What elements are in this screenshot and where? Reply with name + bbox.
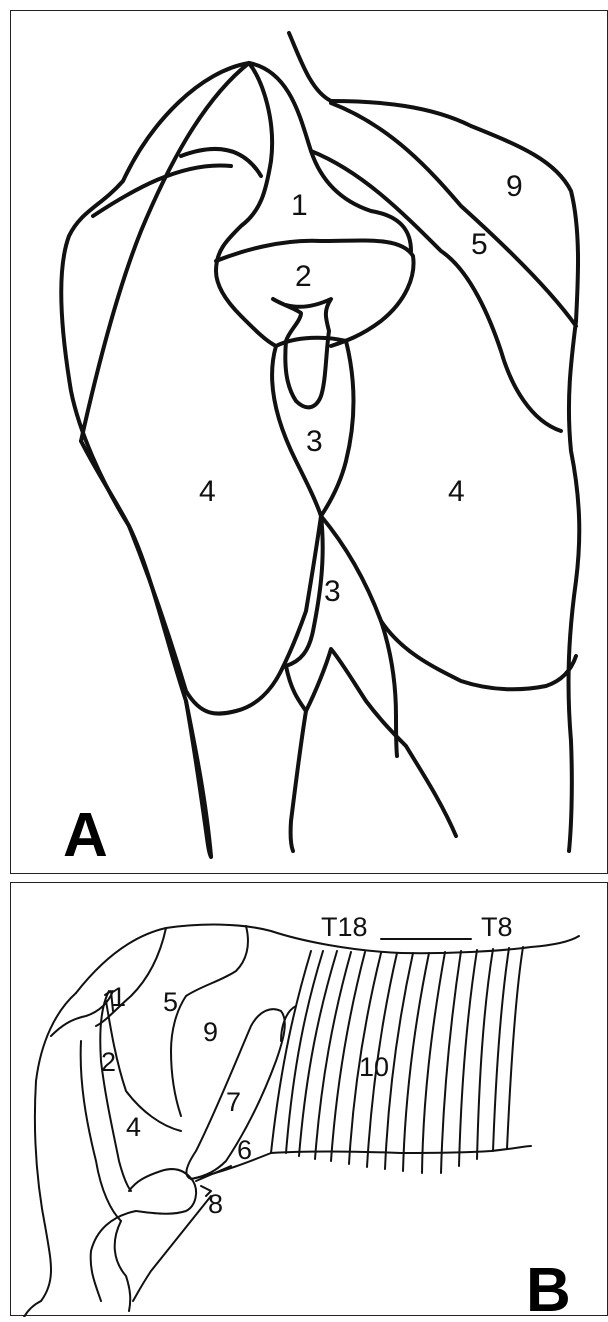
label-b-5: 5 — [163, 987, 178, 1017]
label-b-6: 6 — [237, 1135, 252, 1165]
right-outline — [569, 321, 580, 851]
region-8-line — [196, 1166, 231, 1181]
vertebra-left-label: T18 — [321, 912, 368, 942]
rib-stripes — [271, 947, 523, 1173]
panel-a-drawing: 1 2 3 3 4 4 5 9 A — [11, 11, 608, 875]
label-a-4-right: 4 — [448, 475, 465, 508]
panel-b: 1 2 4 5 9 7 6 8 10 T18 T8 B — [10, 882, 608, 1316]
label-b-10: 10 — [359, 1052, 389, 1082]
left-arm-line-2 — [181, 149, 261, 176]
label-b-7: 7 — [226, 1087, 241, 1117]
flank-lower-2 — [115, 1221, 131, 1311]
label-a-2: 2 — [295, 260, 312, 293]
lower-right-4 — [381, 621, 576, 689]
leg-right-outer — [396, 716, 397, 756]
leg-left-outer — [186, 701, 211, 857]
region-2-outline — [216, 240, 414, 346]
left-4-boundary — [81, 441, 129, 526]
label-a-4-left: 4 — [199, 475, 216, 508]
label-a-1: 1 — [291, 189, 308, 222]
label-a-5: 5 — [471, 228, 488, 261]
label-b-1: 1 — [111, 982, 126, 1012]
label-b-8: 8 — [208, 1189, 223, 1219]
panel-a-letter: A — [63, 801, 108, 870]
panel-b-drawing: 1 2 4 5 9 7 6 8 10 T18 T8 B — [11, 883, 608, 1317]
left-inner — [51, 991, 113, 1036]
label-a-3-lower: 3 — [324, 575, 341, 608]
label-b-4: 4 — [126, 1112, 141, 1142]
neck-line — [289, 33, 331, 101]
panel-a: 1 2 3 3 4 4 5 9 A — [10, 10, 608, 874]
left-shoulder-inner — [81, 63, 249, 441]
inner-notch — [273, 299, 331, 407]
leg-left-inner — [286, 666, 306, 851]
right-region-9-line — [331, 103, 576, 326]
label-a-3-upper: 3 — [306, 425, 323, 458]
label-a-9: 9 — [506, 170, 523, 203]
panel-b-letter: B — [526, 1256, 571, 1317]
bottom-line — [23, 1301, 41, 1317]
left-contour — [35, 993, 76, 1301]
vertebra-right-label: T8 — [481, 912, 513, 942]
label-b-9: 9 — [203, 1017, 218, 1047]
region-2-left — [216, 271, 276, 346]
region-2-inner — [106, 1001, 181, 1131]
region-5-line — [311, 151, 561, 431]
leg-mid — [306, 649, 456, 836]
label-b-2: 2 — [101, 1047, 116, 1077]
